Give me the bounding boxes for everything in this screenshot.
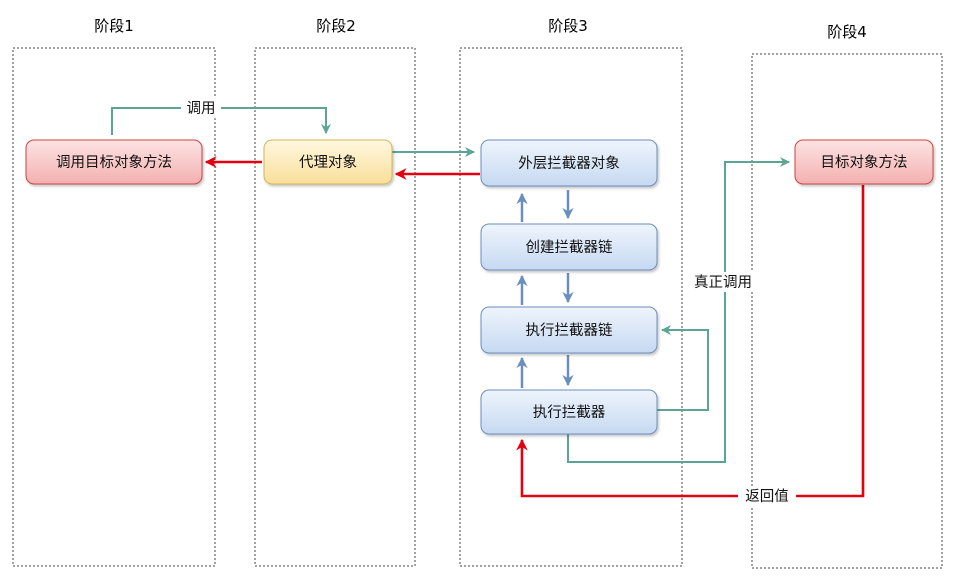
node-target-label: 目标对象方法 — [821, 154, 908, 171]
node-outer-interceptor: 外层拦截器对象 — [480, 139, 658, 187]
stage-title-2: 阶段2 — [316, 17, 356, 35]
lane-stage-2 — [254, 47, 416, 567]
node-caller: 调用目标对象方法 — [25, 139, 203, 185]
edge-return-value — [516, 185, 865, 498]
edge-real-invoke — [567, 157, 790, 463]
lane-stage-1 — [12, 47, 216, 567]
node-outer-label: 外层拦截器对象 — [518, 155, 620, 172]
edge-invoke-label-bg — [181, 98, 221, 117]
node-exec-interceptor: 执行拦截器 — [480, 389, 658, 435]
stage-title-4: 阶段4 — [827, 23, 867, 41]
node-caller-label: 调用目标对象方法 — [56, 154, 172, 171]
lane-stage-3 — [459, 47, 683, 567]
node-exec-chain: 执行拦截器链 — [480, 306, 658, 354]
node-create-chain: 创建拦截器链 — [480, 223, 658, 271]
edge-real-invoke-label-bg — [686, 272, 760, 292]
node-proxy: 代理对象 — [263, 139, 393, 185]
node-exec-interceptor-label: 执行拦截器 — [533, 404, 606, 421]
edge-loop-back — [656, 325, 709, 411]
node-proxy-label: 代理对象 — [299, 154, 357, 171]
node-create-chain-label: 创建拦截器链 — [526, 239, 613, 256]
edge-return-value-label: 返回值 — [745, 488, 789, 505]
stage-title-3: 阶段3 — [548, 17, 588, 35]
edge-real-invoke-label: 真正调用 — [694, 273, 752, 291]
node-exec-chain-label: 执行拦截器链 — [526, 322, 613, 339]
edge-invoke-label: 调用 — [187, 100, 216, 117]
stage-title-1: 阶段1 — [94, 17, 134, 35]
node-target-method: 目标对象方法 — [794, 139, 934, 185]
edge-return-value-label-bg — [738, 486, 796, 506]
